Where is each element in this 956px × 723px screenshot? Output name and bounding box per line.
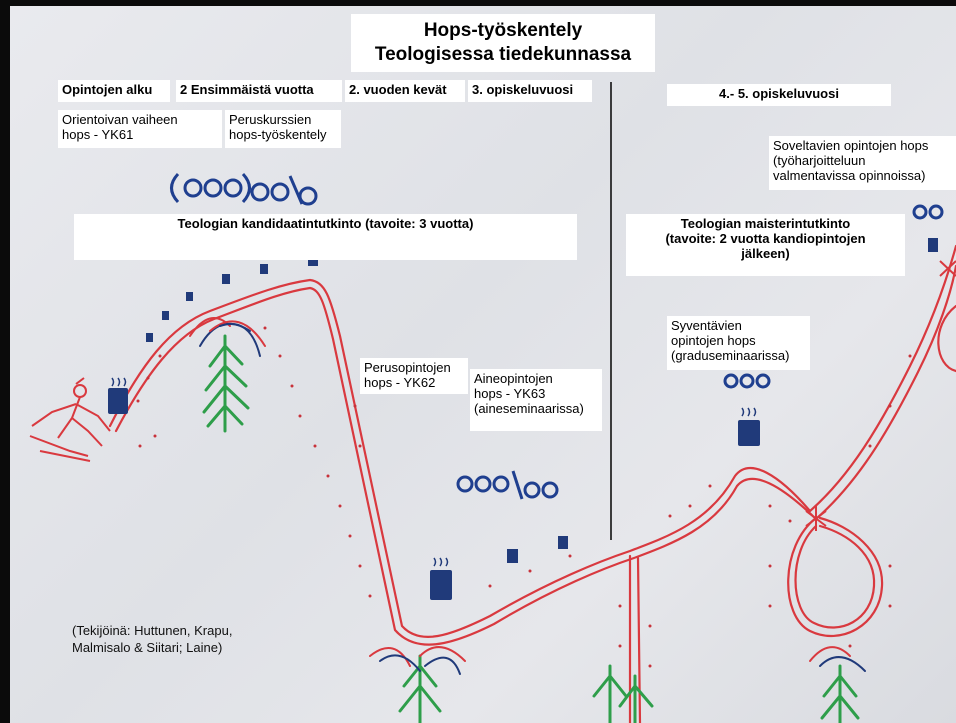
clock-icon	[456, 470, 559, 500]
cup-icon	[146, 254, 318, 342]
star-burst	[805, 260, 956, 531]
tree-bottom-middle	[592, 664, 654, 723]
phase-opintojen-alku: Opintojen alku	[58, 80, 170, 102]
phase-kolmas-vuosi: 3. opiskeluvuosi	[468, 80, 592, 102]
note-soveltavat-hops: Soveltavien opintojen hops (työharjoitte…	[769, 136, 956, 190]
cup-icon	[430, 238, 938, 600]
sparkle-cluster-left	[189, 317, 266, 357]
note-orientoiva-hops: Orientoivan vaiheen hops - YK61	[58, 110, 222, 148]
ski-trail	[108, 244, 956, 723]
note-maisterintutkinto: Teologian maisterintutkinto (tavoite: 2 …	[626, 214, 905, 276]
poster: Hops-työskentely Teologisessa tiedekunna…	[10, 6, 956, 723]
sparkle-cluster-right	[809, 646, 866, 672]
tree-left	[202, 334, 250, 433]
trail-drawing	[29, 82, 956, 723]
poster-title: Hops-työskentely Teologisessa tiedekunna…	[351, 14, 655, 72]
clock-icon	[723, 204, 944, 389]
tree-bottom-right	[820, 664, 860, 723]
phase-toisen-vuoden-kevat: 2. vuoden kevät	[345, 80, 465, 102]
cup-icon	[108, 377, 128, 414]
note-syventavat-hops: Syventävien opintojen hops (graduseminaa…	[667, 316, 810, 370]
authors-credit: (Tekijöinä: Huttunen, Krapu, Malmisalo &…	[72, 623, 233, 655]
skier-figure	[29, 377, 111, 462]
note-perusopinnot-hops: Perusopintojen hops - YK62	[360, 358, 468, 394]
clock-icon	[170, 172, 318, 206]
trail-dots	[136, 326, 912, 668]
tree-bottom-left	[398, 654, 442, 723]
phase-nelja-viisi-vuosi: 4.- 5. opiskeluvuosi	[667, 84, 891, 106]
note-kandidaatintutkinto: Teologian kandidaatintutkinto (tavoite: …	[74, 214, 577, 260]
note-peruskurssit-hops: Peruskurssien hops-työskentely	[225, 110, 341, 148]
sparkle-cluster-bottom	[369, 646, 466, 675]
phase-ensimmaiset-vuodet: 2 Ensimmäistä vuotta	[176, 80, 342, 102]
note-aineopinnot-hops: Aineopintojen hops - YK63 (aineseminaari…	[470, 369, 602, 431]
